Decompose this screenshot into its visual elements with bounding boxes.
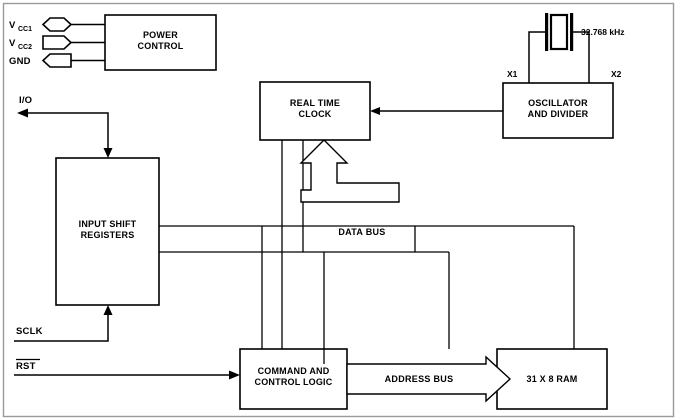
block-ccl-label-line1: COMMAND AND [258, 366, 330, 376]
arrowhead-io-out [17, 108, 28, 118]
block-isr-label-line2: REGISTERS [81, 230, 135, 240]
block-input-shift-registers [55, 157, 160, 306]
arrowhead-io-into-isr [103, 148, 113, 158]
pin-rst-label: RST [16, 361, 36, 372]
arrowhead-sclk-into-isr [103, 305, 113, 315]
pin-gnd-arrow [41, 53, 72, 68]
block-ram [496, 348, 608, 410]
block-power-control-label-line2: CONTROL [138, 41, 184, 51]
bus-data-label: DATA BUS [338, 227, 385, 237]
pin-vcc2-label: V [9, 38, 16, 49]
node-x2-label: X2 [611, 69, 622, 79]
block-real-time-clock [259, 81, 371, 141]
pin-sclk-label: SCLK [16, 326, 43, 337]
crystal-frequency-label: 32.768 kHz [581, 27, 624, 37]
wire-io [24, 112, 109, 152]
wire-sclk [14, 311, 109, 342]
wire-crystal-to-x2 [571, 31, 590, 83]
pin-vcc1-subscript: CC1 [18, 26, 32, 33]
bus-address-arrow [346, 355, 512, 403]
block-rtc-label-line1: REAL TIME [290, 98, 340, 108]
pin-vcc1-label: V [9, 20, 16, 31]
block-ram-label: 31 X 8 RAM [526, 374, 577, 384]
arrowhead-rst-into-ccl [229, 370, 240, 380]
pin-vcc2-subscript: CC2 [18, 44, 32, 51]
block-oscillator-label-line2: AND DIVIDER [528, 109, 589, 119]
bus-data-arrow [299, 139, 400, 203]
block-ccl-label-line2: CONTROL LOGIC [255, 377, 333, 387]
arrowhead-oscillator-to-rtc [370, 107, 380, 115]
block-isr-label-line1: INPUT SHIFT [79, 219, 137, 229]
block-rtc-label-line2: CLOCK [299, 109, 332, 119]
block-command-and-control-logic [239, 348, 348, 410]
wire-crystal-to-x1 [528, 31, 547, 83]
block-oscillator-label-line1: OSCILLATOR [528, 98, 588, 108]
pin-vcc2-arrow [42, 35, 73, 50]
block-power-control-label-line1: POWER [143, 30, 178, 40]
crystal-icon-body [549, 13, 569, 51]
node-x1-label: X1 [507, 69, 518, 79]
pin-io-label: I/O [19, 95, 32, 106]
pin-vcc1-hexagon [41, 17, 73, 32]
bus-address-label: ADDRESS BUS [385, 374, 454, 384]
pin-gnd-label: GND [9, 56, 31, 67]
block-power-control [104, 14, 217, 71]
block-oscillator-and-divider [502, 82, 614, 139]
